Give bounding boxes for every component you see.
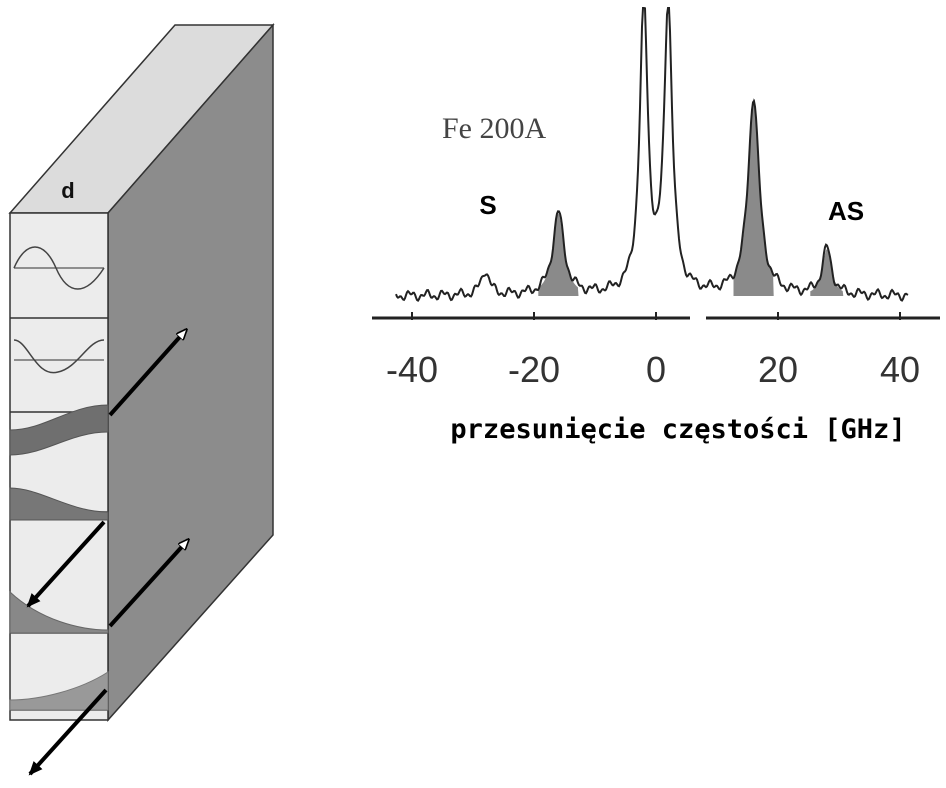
shaded-peak-4 xyxy=(734,98,774,296)
x-tick-labels: -40 -20 0 20 40 xyxy=(386,349,920,390)
x-tick-label-4: 40 xyxy=(880,349,920,390)
x-tick-label-2: 0 xyxy=(646,349,666,390)
stokes-label: S xyxy=(479,190,496,220)
x-tick-label-3: 20 xyxy=(758,349,798,390)
thickness-label: d xyxy=(61,178,74,203)
spectrum-trace xyxy=(396,8,908,301)
shaded-peak-5 xyxy=(810,249,843,296)
brillouin-spectrum: -40 -20 0 20 40 Fe 200A S AS przesunięcie cz… xyxy=(372,8,940,445)
x-tick-label-1: -20 xyxy=(508,349,560,390)
sample-label: Fe 200A xyxy=(442,112,547,145)
slab-front-face xyxy=(10,213,108,720)
x-tick-label-0: -40 xyxy=(386,349,438,390)
shaded-peak-1 xyxy=(538,214,578,297)
thin-film-slab: d xyxy=(10,25,273,774)
antistokes-label: AS xyxy=(828,196,864,226)
spectrum-shaded-peaks xyxy=(538,98,843,296)
x-axis-label: przesunięcie częstości [GHz] xyxy=(450,414,905,445)
